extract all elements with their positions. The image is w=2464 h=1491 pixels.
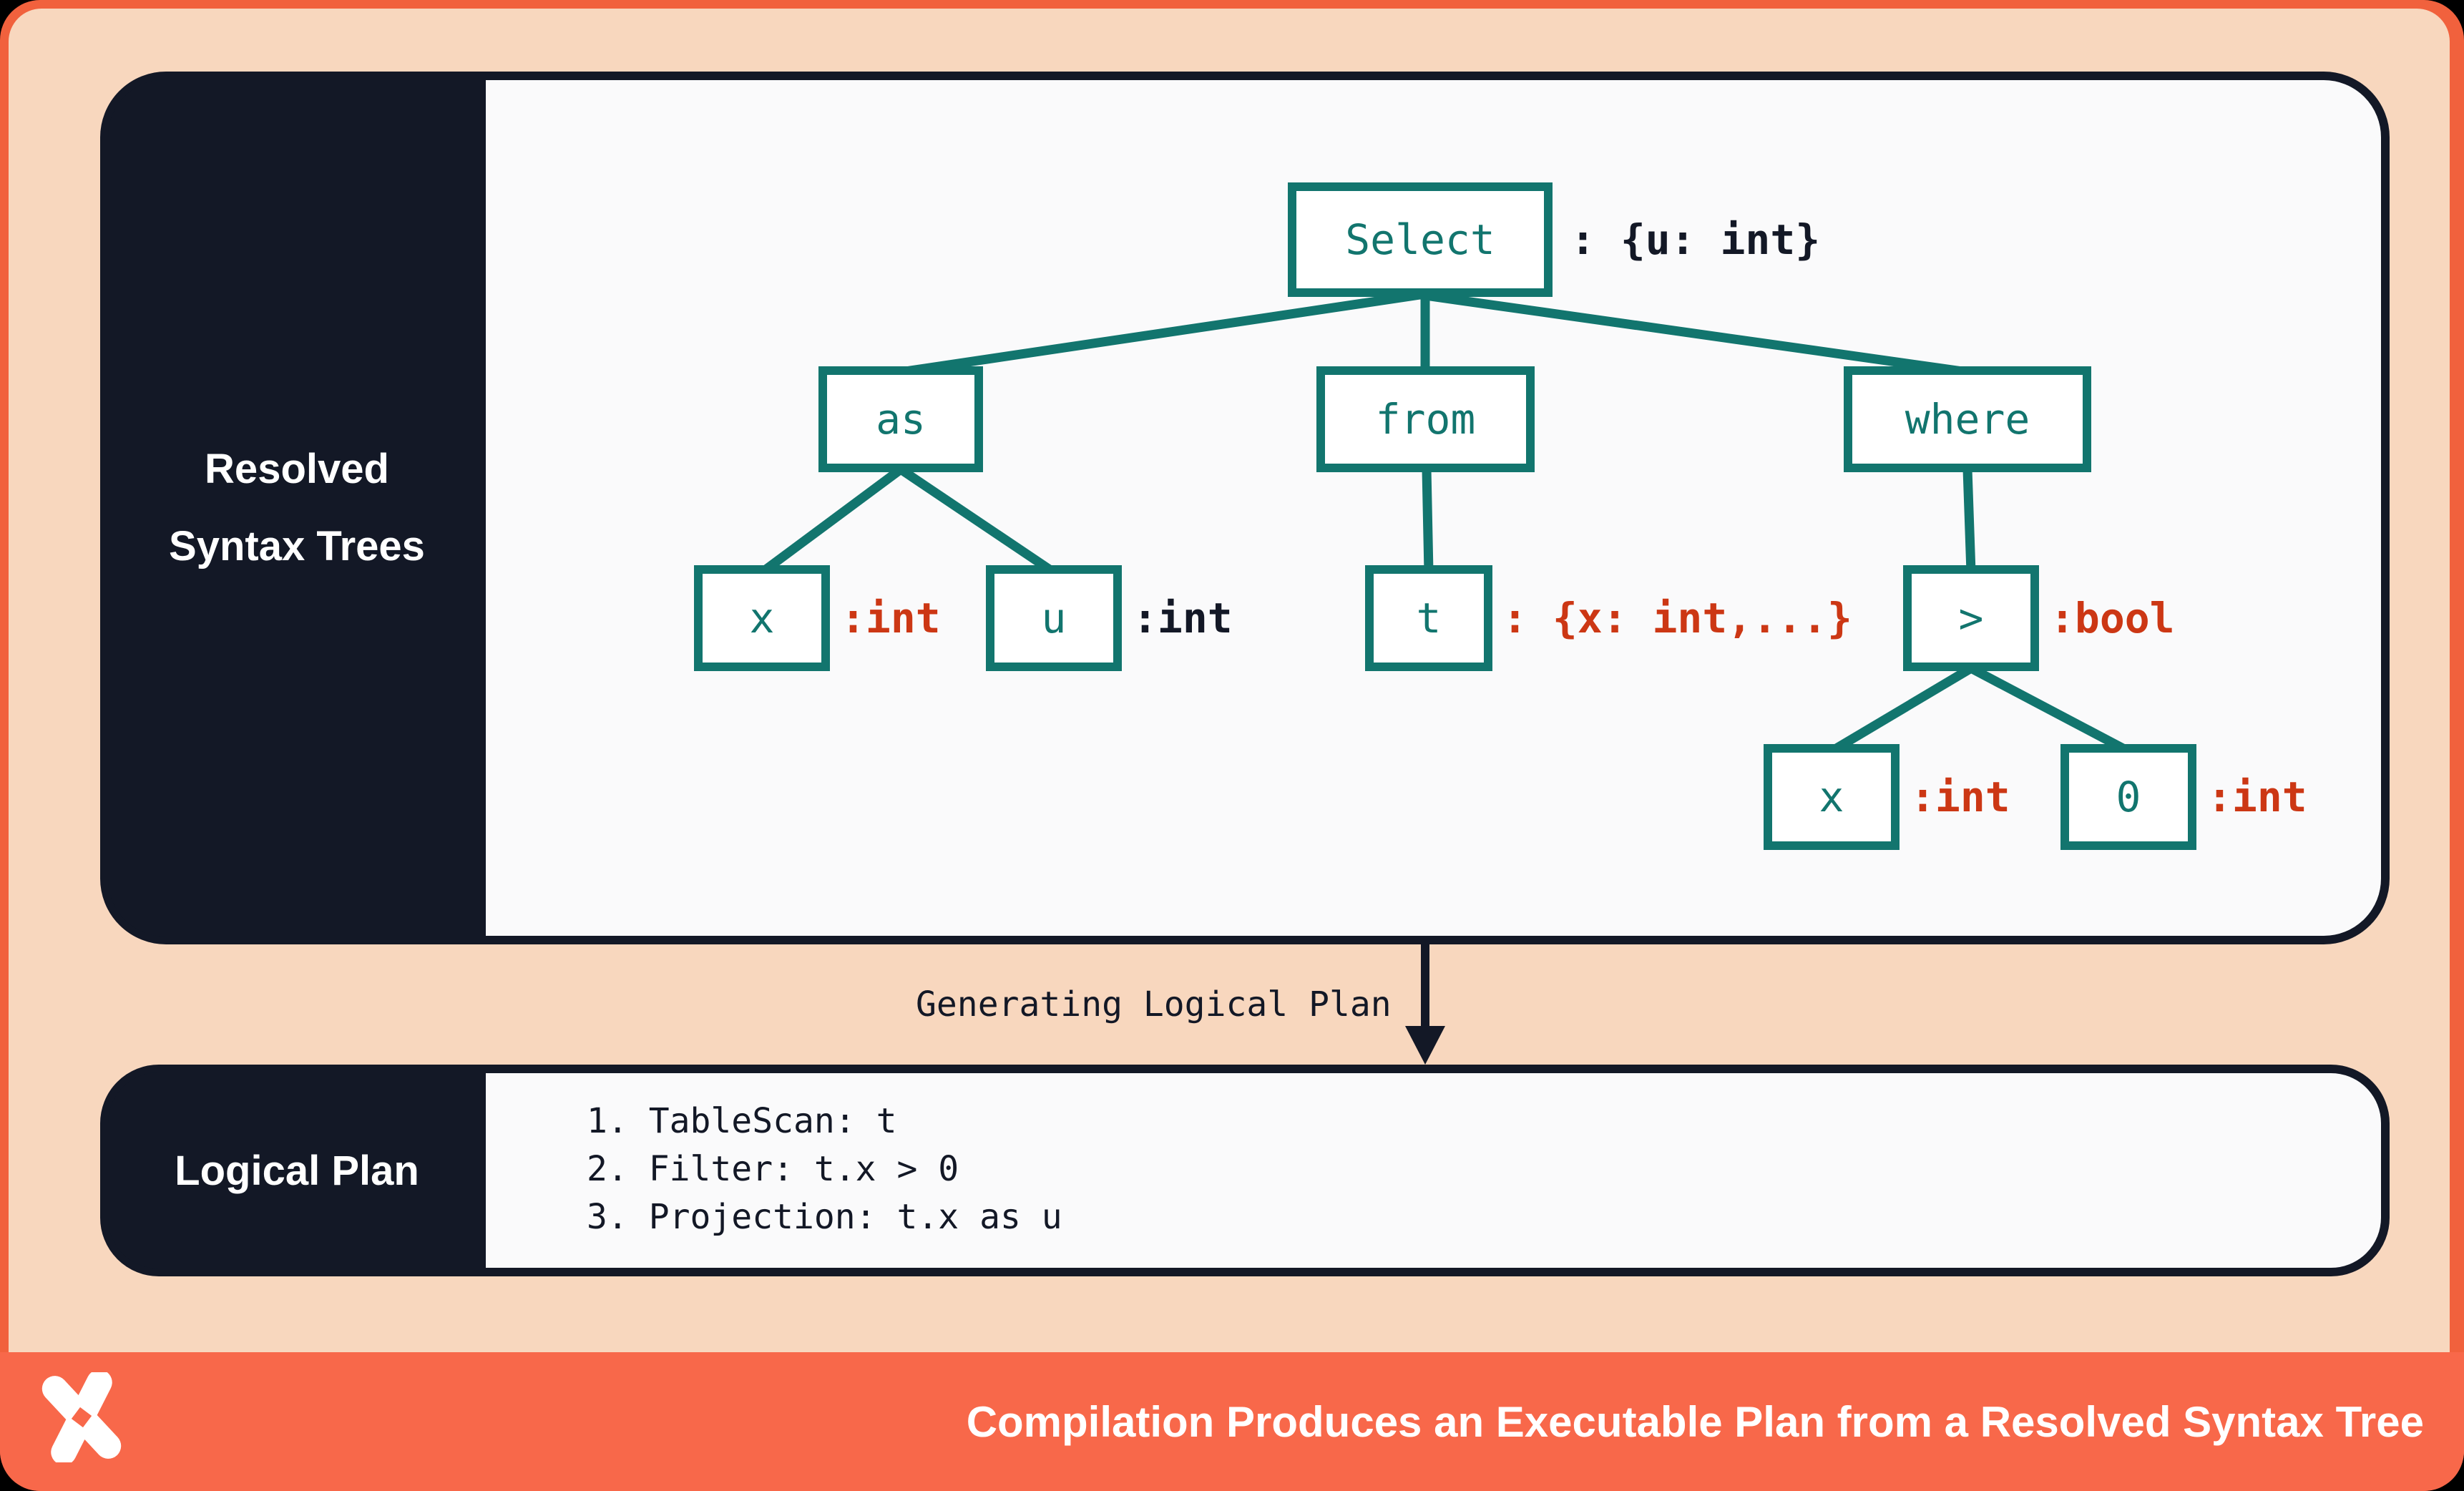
type-annotation-x: :int: [841, 594, 941, 642]
tree-node-x2: x: [1764, 744, 1900, 850]
tree-node-x: x: [694, 565, 830, 671]
type-annotation-gt: :bool: [2050, 594, 2175, 642]
rst-sidebar: Resolved Syntax Trees: [108, 79, 486, 937]
tree-node-select: Select: [1288, 182, 1553, 297]
plan-step: 2. Filter: t.x > 0: [587, 1149, 959, 1189]
resolved-syntax-trees-panel: Resolved Syntax Trees Select: [100, 72, 2390, 944]
type-annotation-t: : {x: int,...}: [1502, 594, 1852, 642]
plan-step: 1. TableScan: t: [587, 1101, 897, 1141]
tree-edges: [759, 290, 2131, 756]
rst-sidebar-label: Resolved Syntax Trees: [169, 446, 425, 569]
tree-node-gt: >: [1903, 565, 2039, 671]
tree-node-t: t: [1365, 565, 1492, 671]
footer-title: Compilation Produces an Executable Plan …: [966, 1397, 2424, 1446]
plan-step: 3. Projection: t.x as u: [587, 1197, 1062, 1237]
tree-node-where: where: [1844, 366, 2091, 472]
lp-sidebar: Logical Plan: [108, 1072, 486, 1268]
tree-node-as: as: [818, 366, 983, 472]
type-annotation-x2: :int: [1910, 773, 2010, 821]
tree-node-u: u: [986, 565, 1122, 671]
tree-node-zero: 0: [2060, 744, 2196, 850]
arrow-down-icon: [1405, 944, 1445, 1065]
footer-bar: Compilation Produces an Executable Plan …: [0, 1352, 2464, 1491]
pinwheel-x-logo-icon: [41, 1372, 122, 1462]
type-annotation-u: :int: [1133, 594, 1233, 642]
syntax-tree: Select : {u: int} as from where x :int u…: [100, 72, 2390, 944]
logical-plan-steps: 1. TableScan: t 2. Filter: t.x > 0 3. Pr…: [587, 1098, 1062, 1241]
logical-plan-panel: Logical Plan: [100, 1065, 2390, 1276]
type-annotation-select: : {u: int}: [1570, 215, 1821, 264]
generating-logical-plan-label: Generating Logical Plan: [916, 984, 1392, 1025]
lp-sidebar-label: Logical Plan: [175, 1147, 419, 1194]
tree-node-from: from: [1316, 366, 1535, 472]
type-annotation-zero: :int: [2207, 773, 2307, 821]
